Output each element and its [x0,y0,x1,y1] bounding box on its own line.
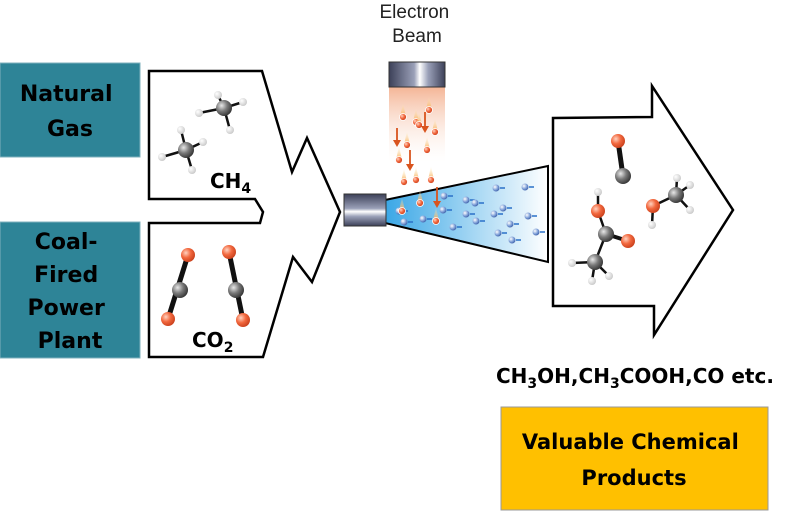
hydrogen-atom [594,188,602,196]
electron-beam-label: Electron Beam [380,2,455,47]
oxygen-atom [236,313,250,327]
electron [425,106,433,114]
gas-molecule [521,183,529,191]
hydrogen-atom [568,259,576,267]
gas-molecule [472,217,480,225]
gas-molecule [508,236,516,244]
electron [412,176,420,184]
oxygen-atom [646,199,660,213]
gas-molecule [439,206,447,214]
products-formula: CH3OH,CH3COOH,CO etc. [496,364,774,392]
gas-molecule [490,210,498,218]
electron [416,199,424,207]
electron-arrowhead [421,126,429,133]
valuable-products-label: Valuable Chemical Products [522,430,746,490]
electron [399,113,407,121]
gas-molecule [419,215,427,223]
hydrogen-atom [214,91,222,99]
gas-molecule [524,212,532,220]
gas-nozzle [343,193,387,227]
gas-molecule [462,196,470,204]
electron [403,141,411,149]
gas-molecule [532,228,540,236]
electron-arrowhead [406,164,414,171]
gas-molecule [506,220,514,228]
gas-molecule [471,199,479,207]
electron [431,128,439,136]
hydrogen-atom [188,166,196,174]
coal-plant-box [0,221,141,359]
hydrogen-atom [195,109,203,117]
hydrogen-atom [177,126,185,134]
electron [400,178,408,186]
gas-molecule [494,229,502,237]
co2-molecules [161,245,250,327]
hydrogen-atom [648,221,656,229]
input-arrow [147,69,342,359]
product-molecules [568,134,694,285]
methane-molecules [158,91,247,174]
gas-molecule [499,204,507,212]
electron [432,217,440,225]
oxygen-atom [161,312,175,326]
coal-plant-label: Coal- Fired Power Plant [27,230,112,354]
electron [427,176,435,184]
oxygen-atom [611,134,625,148]
natural-gas-label: Natural Gas [20,82,120,142]
hydrogen-atom [686,206,694,214]
ch4-formula: CH4 [210,169,251,197]
gas-molecule [400,218,408,226]
oxygen-atom [181,248,195,262]
carbon-atom [668,187,684,203]
hydrogen-atom [605,272,613,280]
oxygen-atom [222,245,236,259]
hydrogen-atom [226,126,234,134]
carbon-atom [216,100,232,116]
carbon-atom [615,168,631,184]
electron [395,156,403,164]
hydrogen-atom [588,277,596,285]
hydrogen-atom [199,138,207,146]
hydrogen-atom [673,174,681,182]
electron-arrowhead [393,140,401,147]
co2-formula: CO2 [192,328,233,356]
oxygen-atom [621,234,635,248]
carbon-atom [228,282,244,298]
oxygen-atom [591,204,605,218]
gas-molecule [449,223,457,231]
carbon-atom [587,254,603,270]
electrons [393,96,441,225]
electron [415,121,423,129]
natural-gas-box [0,62,141,158]
electron [398,207,406,215]
electron-arrowhead [433,201,441,208]
carbon-atom [598,226,614,242]
hydrogen-atom [686,181,694,189]
hydrogen-atom [158,153,166,161]
carbon-atom [172,282,188,298]
hydrogen-atom [239,98,247,106]
gas-molecule [492,184,500,192]
electron [423,146,431,154]
plasma-particles [395,183,545,244]
carbon-atom [178,142,194,158]
output-arrow [551,81,735,340]
electron-gun [388,61,446,88]
gas-molecule [462,210,470,218]
valuable-products-box [500,406,769,511]
gas-molecule [440,192,448,200]
